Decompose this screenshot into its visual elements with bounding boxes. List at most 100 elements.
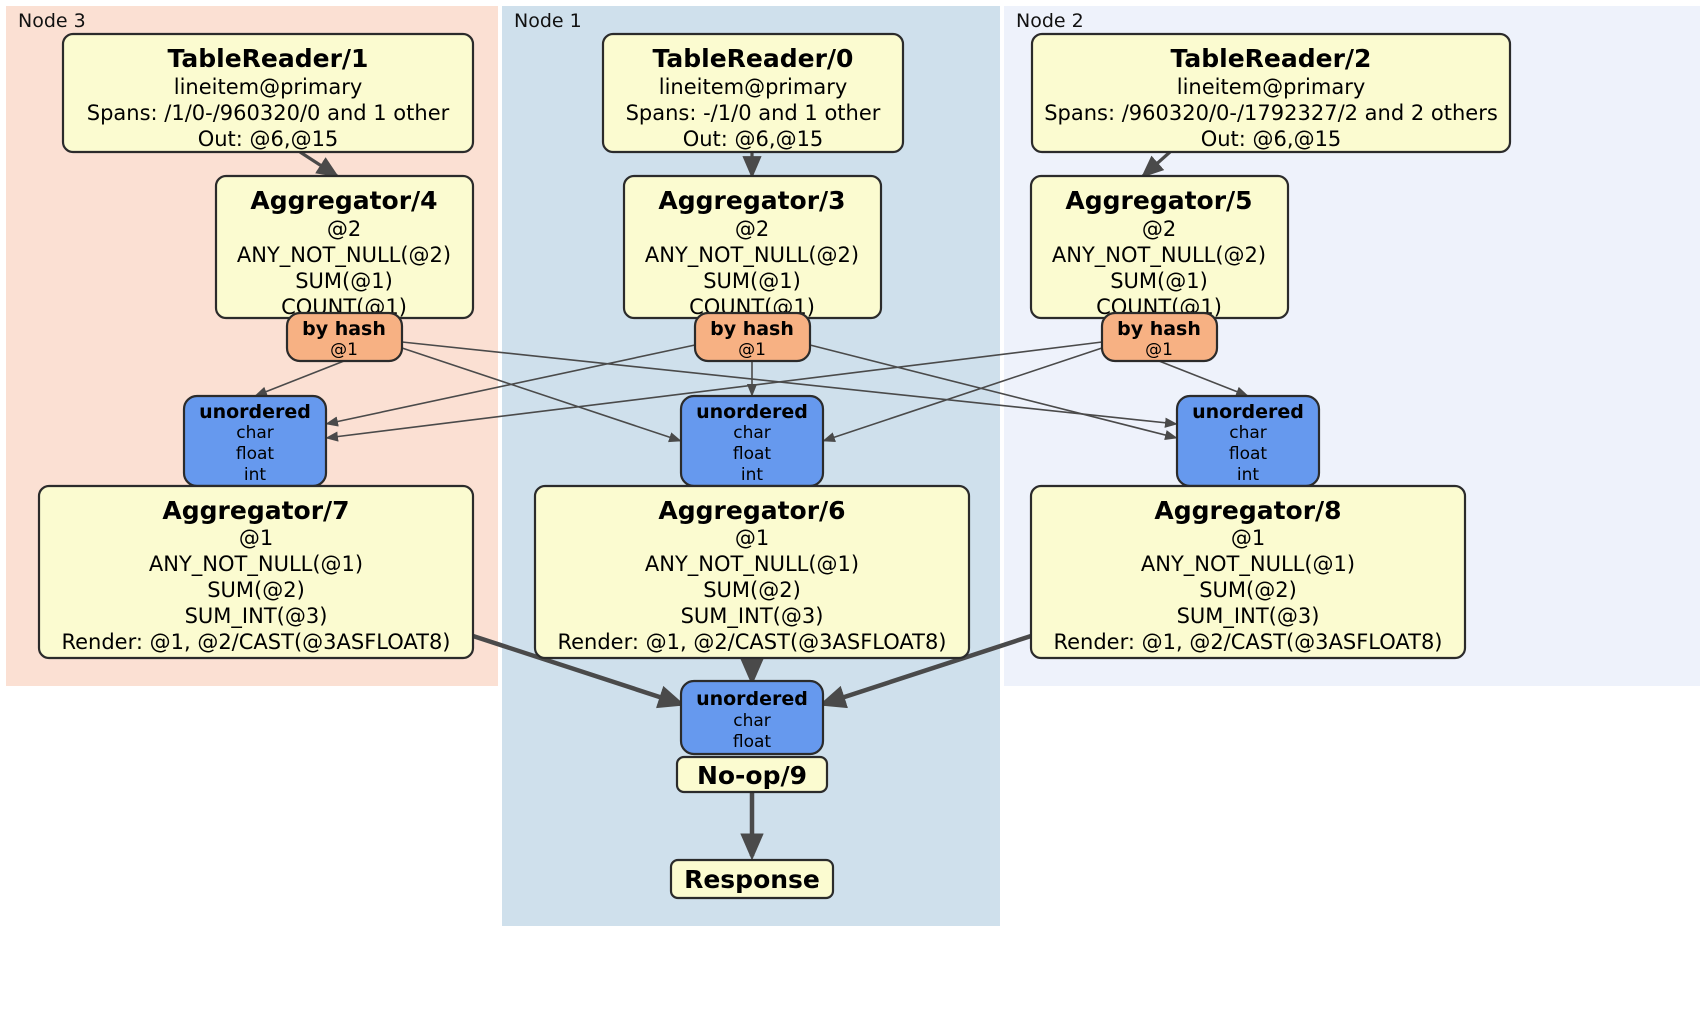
tablereader-0-line-2: Spans: -/1/0 and 1 other <box>626 101 881 125</box>
aggregator-7-line-2: ANY_NOT_NULL(@1) <box>149 552 363 577</box>
tablereader-1-line-3: Out: @6,@15 <box>198 127 339 151</box>
aggregator-7-line-1: @1 <box>239 526 273 550</box>
tablereader-2-line-1: lineitem@primary <box>1177 75 1366 99</box>
edge-hash4-unord6 <box>401 347 682 443</box>
edge-hash3-unord8 <box>809 344 1178 441</box>
response-title: Response <box>684 865 820 894</box>
aggregator-8-line-2: ANY_NOT_NULL(@1) <box>1141 552 1355 577</box>
processor-noop-9[interactable]: No-op/9 <box>675 755 829 794</box>
unordered-7-line-1: char <box>236 423 274 443</box>
aggregator-5-line-3: SUM(@1) <box>1110 269 1208 293</box>
edge-agg8-unord9 <box>818 633 1032 709</box>
tablereader-1-title: TableReader/1 <box>168 44 369 73</box>
by-hash-5-line: @1 <box>1145 340 1173 360</box>
aggregator-4-title: Aggregator/4 <box>250 186 437 215</box>
processor-aggregator-4[interactable]: Aggregator/4 @2 ANY_NOT_NULL(@2) SUM(@1)… <box>214 174 475 320</box>
aggregator-3-title: Aggregator/3 <box>658 186 845 215</box>
unordered-9-line-2: float <box>733 732 772 752</box>
edge-hash3-unord7 <box>325 344 696 427</box>
unordered-6-line-3: int <box>741 465 763 485</box>
router-unordered-6[interactable]: unordered char float int <box>679 394 825 488</box>
aggregator-8-line-5: Render: @1, @2/CAST(@3ASFLOAT8) <box>1053 630 1442 654</box>
unordered-7-line-2: float <box>236 444 275 464</box>
router-by-hash-5[interactable]: by hash @1 <box>1100 311 1219 363</box>
processor-aggregator-3[interactable]: Aggregator/3 @2 ANY_NOT_NULL(@2) SUM(@1)… <box>622 174 883 320</box>
processor-tablereader-2[interactable]: TableReader/2 lineitem@primary Spans: /9… <box>1030 32 1512 154</box>
router-unordered-7[interactable]: unordered char float int <box>182 394 328 488</box>
unordered-7-title: unordered <box>199 401 311 423</box>
aggregator-6-line-2: ANY_NOT_NULL(@1) <box>645 552 859 577</box>
aggregator-7-title: Aggregator/7 <box>162 496 349 525</box>
aggregator-3-line-1: @2 <box>735 217 769 241</box>
by-hash-4-line: @1 <box>330 340 358 360</box>
noop-9-title: No-op/9 <box>697 761 807 790</box>
aggregator-6-line-3: SUM(@2) <box>703 578 801 602</box>
processor-tablereader-1[interactable]: TableReader/1 lineitem@primary Spans: /1… <box>61 32 475 154</box>
aggregator-8-title: Aggregator/8 <box>1154 496 1341 525</box>
edge-hash5-unord7 <box>325 341 1103 442</box>
tablereader-1-line-1: lineitem@primary <box>174 75 363 99</box>
router-by-hash-3[interactable]: by hash @1 <box>693 311 812 363</box>
tablereader-1-line-2: Spans: /1/0-/960320/0 and 1 other <box>87 101 450 125</box>
aggregator-6-title: Aggregator/6 <box>658 496 845 525</box>
aggregator-5-line-1: @2 <box>1142 217 1176 241</box>
aggregator-7-line-3: SUM(@2) <box>207 578 305 602</box>
aggregator-4-line-2: ANY_NOT_NULL(@2) <box>237 243 451 268</box>
aggregator-4-line-3: SUM(@1) <box>295 269 393 293</box>
unordered-8-line-2: float <box>1229 444 1268 464</box>
aggregator-6-line-1: @1 <box>735 526 769 550</box>
edge-hash4-unord8 <box>401 341 1178 428</box>
router-by-hash-4[interactable]: by hash @1 <box>285 311 404 363</box>
node-panel-label-node3: Node 3 <box>18 10 86 32</box>
aggregator-3-line-3: SUM(@1) <box>703 269 801 293</box>
node-panel-label-node1: Node 1 <box>514 10 582 32</box>
by-hash-3-title: by hash <box>710 318 794 340</box>
aggregator-5-title: Aggregator/5 <box>1065 186 1252 215</box>
aggregator-8-line-4: SUM_INT(@3) <box>1177 604 1320 629</box>
tablereader-2-line-2: Spans: /960320/0-/1792327/2 and 2 others <box>1044 101 1498 125</box>
aggregator-8-line-3: SUM(@2) <box>1199 578 1297 602</box>
by-hash-3-line: @1 <box>738 340 766 360</box>
tablereader-2-line-3: Out: @6,@15 <box>1201 127 1342 151</box>
unordered-6-line-1: char <box>733 423 771 443</box>
edge-hash4-unord7 <box>254 360 345 397</box>
edge-tr1-agg4 <box>299 150 340 178</box>
by-hash-5-title: by hash <box>1117 318 1201 340</box>
unordered-8-line-3: int <box>1237 465 1259 485</box>
processor-tablereader-0[interactable]: TableReader/0 lineitem@primary Spans: -/… <box>601 32 905 154</box>
router-unordered-9[interactable]: unordered char float <box>679 679 825 756</box>
unordered-6-line-2: float <box>733 444 772 464</box>
processor-aggregator-6[interactable]: Aggregator/6 @1 ANY_NOT_NULL(@1) SUM(@2)… <box>533 484 971 660</box>
aggregator-3-line-2: ANY_NOT_NULL(@2) <box>645 243 859 268</box>
response-node[interactable]: Response <box>669 858 835 900</box>
unordered-9-line-1: char <box>733 711 771 731</box>
edge-tr2-agg5 <box>1141 150 1172 178</box>
node-panel-label-node2: Node 2 <box>1016 10 1084 32</box>
aggregator-7-line-5: Render: @1, @2/CAST(@3ASFLOAT8) <box>61 630 450 654</box>
processor-aggregator-7[interactable]: Aggregator/7 @1 ANY_NOT_NULL(@1) SUM(@2)… <box>37 484 475 660</box>
by-hash-4-title: by hash <box>302 318 386 340</box>
edges-aggregator-to-final <box>472 633 1032 861</box>
aggregator-4-line-1: @2 <box>327 217 361 241</box>
edge-hash5-unord6 <box>822 347 1103 443</box>
processor-aggregator-8[interactable]: Aggregator/8 @1 ANY_NOT_NULL(@1) SUM(@2)… <box>1029 484 1467 660</box>
aggregator-7-line-4: SUM_INT(@3) <box>185 604 328 629</box>
unordered-6-title: unordered <box>696 401 808 423</box>
unordered-9-title: unordered <box>696 688 808 710</box>
edges-reader-to-aggregator <box>299 150 1172 179</box>
unordered-7-line-3: int <box>244 465 266 485</box>
edges-hash-to-unordered <box>254 341 1249 443</box>
aggregator-6-line-5: Render: @1, @2/CAST(@3ASFLOAT8) <box>557 630 946 654</box>
router-unordered-8[interactable]: unordered char float int <box>1175 394 1321 488</box>
aggregator-6-line-4: SUM_INT(@3) <box>681 604 824 629</box>
processor-aggregator-5[interactable]: Aggregator/5 @2 ANY_NOT_NULL(@2) SUM(@1)… <box>1029 174 1290 320</box>
edge-hash5-unord8 <box>1158 360 1249 397</box>
edge-agg7-unord9 <box>472 633 686 709</box>
tablereader-0-title: TableReader/0 <box>653 44 854 73</box>
tablereader-0-line-3: Out: @6,@15 <box>683 127 824 151</box>
aggregator-5-line-2: ANY_NOT_NULL(@2) <box>1052 243 1266 268</box>
tablereader-0-line-1: lineitem@primary <box>659 75 848 99</box>
aggregator-8-line-1: @1 <box>1231 526 1265 550</box>
